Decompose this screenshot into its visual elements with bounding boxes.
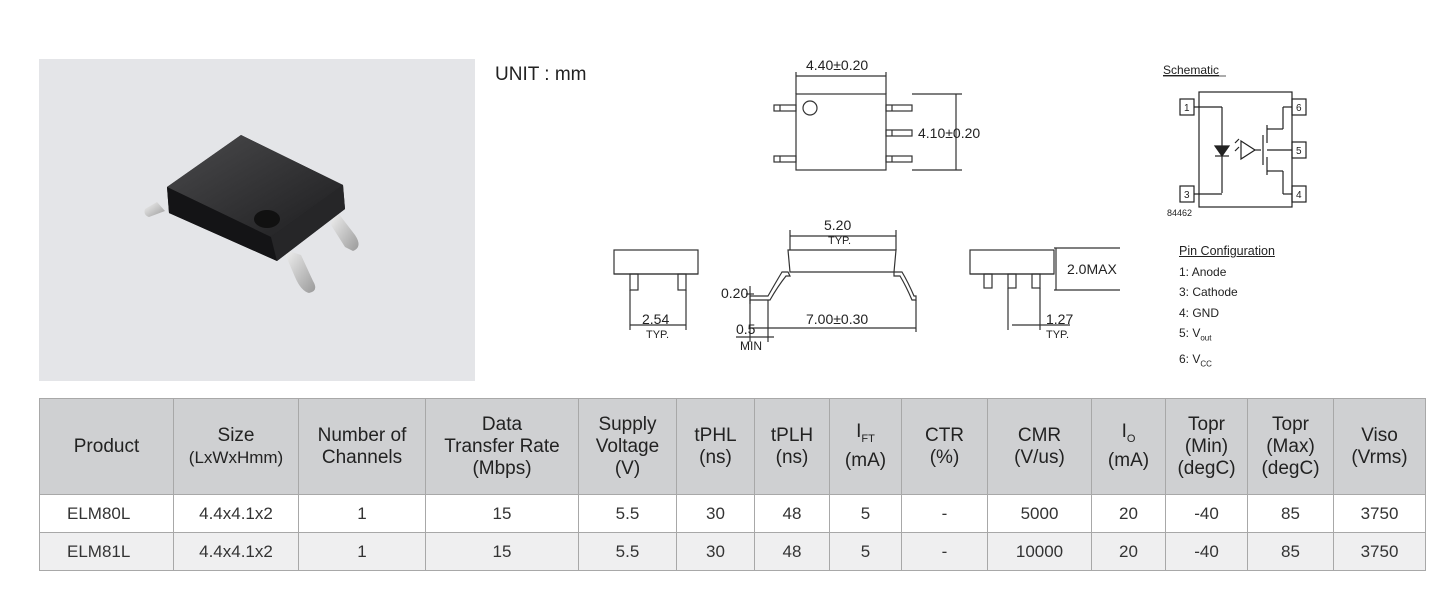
pin-config-item: 5: Vout [1179,326,1212,343]
unit-label: UNIT : mm [495,64,587,85]
col-header-cmr: CMR(V/us) [987,398,1092,495]
col-header-ift: IFT(mA) [829,398,902,495]
dim-pitch-left-note: TYP. [646,329,669,341]
cell-product: ELM81L [39,532,174,571]
package-dimension-drawing: 4.40±0.20 4.10±0.20 5.20 TYP. 0.20 0.5 M… [613,57,1120,353]
cell-topr-min: -40 [1165,532,1248,571]
cell-size: 4.4x4.1x2 [173,494,299,533]
cell-io: 20 [1091,494,1166,533]
table-row: ELM80L 4.4x4.1x2 1 15 5.5 30 48 5 - 5000… [39,494,1426,533]
cell-supply-voltage: 5.5 [578,494,677,533]
dim-pitch-right-note: TYP. [1046,329,1069,341]
pin-config-title: Pin Configuration [1179,244,1275,258]
optocoupler-chip-image [144,135,359,293]
dim-lead-min: 0.5 [736,321,756,337]
dim-lead-thickness: 0.20 [721,285,748,301]
col-header-io: IO(mA) [1091,398,1166,495]
cell-viso: 3750 [1333,494,1426,533]
dim-top-width: 4.40±0.20 [806,57,868,73]
cell-tphl: 30 [676,532,755,571]
pin-config-item: 4: GND [1179,305,1220,320]
cell-channels: 1 [298,494,426,533]
dim-lead-min-note: MIN [740,339,762,353]
col-header-ctr: CTR(%) [901,398,988,495]
schematic-pin-3: 3 [1184,190,1190,201]
pin-config-item: 1: Anode [1179,264,1227,279]
schematic-diagram: Schematic 1 3 4 5 6 84462 [1163,63,1307,218]
dim-height-max: 2.0MAX [1067,261,1117,277]
dim-pitch-left: 2.54 [642,311,669,327]
col-header-topr-min: Topr(Min)(degC) [1165,398,1248,495]
dim-side-length: 5.20 [824,217,851,233]
schematic-part-code: 84462 [1167,208,1192,218]
dim-top-height: 4.10±0.20 [918,125,980,141]
cell-ift: 5 [829,532,902,571]
cell-ctr: - [901,494,988,533]
cell-topr-max: 85 [1247,532,1334,571]
pin-configuration: Pin Configuration 1: Anode 3: Cathode 4:… [1179,241,1275,375]
cell-ctr: - [901,532,988,571]
cell-cmr: 5000 [987,494,1092,533]
pin1-marker [802,100,818,116]
dim-side-length-note: TYP. [828,235,851,247]
col-header-topr-max: Topr(Max)(degC) [1247,398,1334,495]
table-row: ELM81L 4.4x4.1x2 1 15 5.5 30 48 5 - 1000… [39,532,1426,571]
schematic-pin-1: 1 [1184,103,1190,114]
cell-topr-min: -40 [1165,494,1248,533]
cell-size: 4.4x4.1x2 [173,532,299,571]
schematic-pin-5: 5 [1296,146,1302,157]
cell-cmr: 10000 [987,532,1092,571]
cell-io: 20 [1091,532,1166,571]
cell-tphl: 30 [676,494,755,533]
dim-lead-span: 7.00±0.30 [806,311,868,327]
top-view-body [795,93,887,171]
col-header-size: Size(LxWxHmm) [173,398,299,495]
col-header-viso: Viso(Vrms) [1333,398,1426,495]
cell-supply-voltage: 5.5 [578,532,677,571]
col-header-tphl: tPHL(ns) [676,398,755,495]
cell-tplh: 48 [754,494,830,533]
schematic-pin-4: 4 [1296,190,1302,201]
cell-product: ELM80L [39,494,174,533]
schematic-title: Schematic [1163,63,1219,77]
cell-data-rate: 15 [425,532,579,571]
col-header-product: Product [39,398,174,495]
product-photo [39,59,475,381]
pin-config-item: 3: Cathode [1179,285,1238,299]
pin-config-item: 6: VCC [1179,351,1212,369]
cell-tplh: 48 [754,532,830,571]
cell-data-rate: 15 [425,494,579,533]
col-header-tplh: tPLH(ns) [754,398,830,495]
cell-channels: 1 [298,532,426,571]
dim-pitch-right: 1.27 [1046,311,1073,327]
cell-viso: 3750 [1333,532,1426,571]
cell-ift: 5 [829,494,902,533]
cell-topr-max: 85 [1247,494,1334,533]
schematic-pin-6: 6 [1296,103,1302,114]
